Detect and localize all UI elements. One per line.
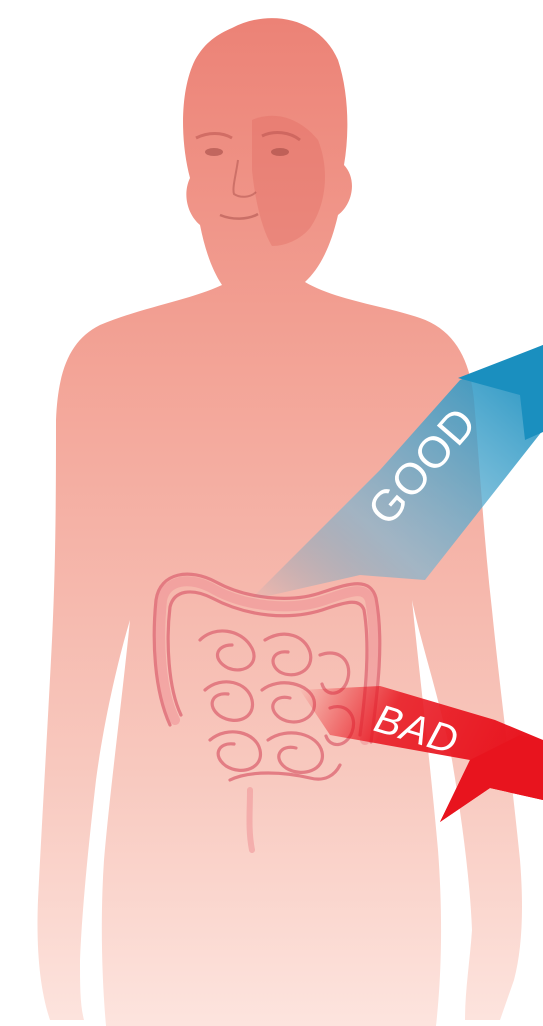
- eye-left: [205, 148, 223, 156]
- rectum: [250, 790, 253, 850]
- eye-right: [271, 148, 289, 156]
